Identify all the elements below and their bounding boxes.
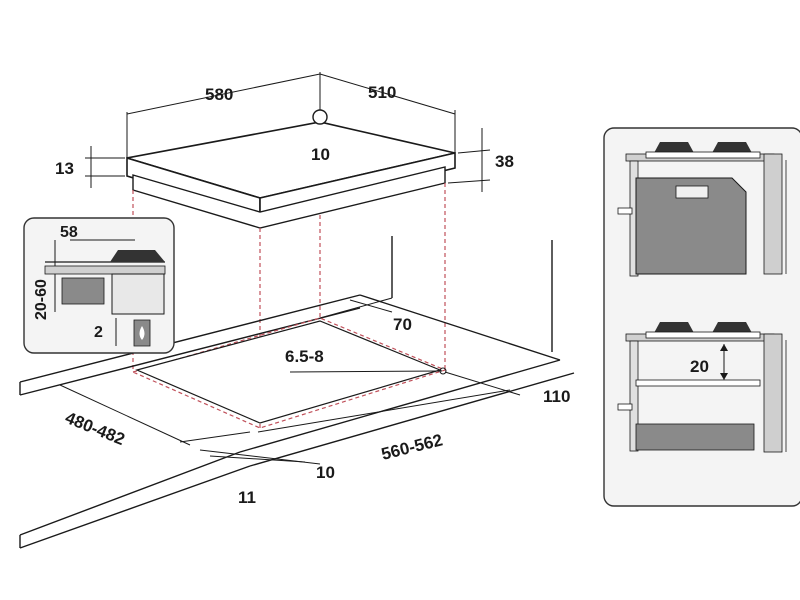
inset-detail-panel	[23, 217, 175, 354]
inset-valve-gap-label: 2	[94, 324, 103, 341]
bottom-drawer	[635, 423, 755, 451]
bottom-burner-right	[712, 322, 752, 333]
installation-clearance-label: 20	[690, 357, 709, 376]
bottom-cabinet-side	[629, 340, 639, 452]
hob-body	[126, 109, 456, 229]
bottom-burner-left	[654, 322, 694, 333]
top-wall	[763, 153, 783, 275]
dim-height-label: 38	[495, 152, 514, 171]
dim-top-thickness-label: 13	[55, 159, 74, 178]
dim-front-offset-label: 10	[316, 463, 335, 482]
gas-inlet-hole	[312, 109, 328, 125]
top-oven-vent	[675, 185, 709, 199]
dim-width-label: 580	[205, 85, 233, 104]
bottom-wall	[763, 333, 783, 453]
dim-cutout-width-label: 560-562	[379, 430, 444, 464]
top-burner-right	[712, 142, 752, 153]
hob-dimension-lines	[85, 72, 491, 192]
dim-rear-clearance-label: 70	[393, 315, 412, 334]
dim-gas-inlet-label: 10	[311, 145, 330, 164]
inset-cabinet	[61, 277, 105, 305]
cutout-outline	[131, 317, 447, 429]
inset-burner	[110, 250, 165, 262]
inset-burner-height-label: 58	[60, 224, 78, 241]
dim-front-edge-label: 11	[238, 488, 256, 507]
dim-corner-radius-label: 6.5-8	[285, 347, 324, 366]
bottom-shelf	[635, 379, 761, 387]
dim-cutout-depth-label: 480-482	[63, 408, 128, 449]
installation-panel	[603, 127, 800, 507]
top-burner-left	[654, 142, 694, 153]
top-oven-body	[635, 177, 747, 275]
inset-worktop-range-label: 20-60	[33, 279, 50, 320]
dim-depth-label: 510	[368, 83, 396, 102]
inset-hob-body	[111, 273, 165, 315]
cutout-dimension-lines	[59, 297, 521, 465]
inset-worktop	[44, 265, 166, 275]
dim-side-clearance-label: 110	[543, 387, 570, 406]
